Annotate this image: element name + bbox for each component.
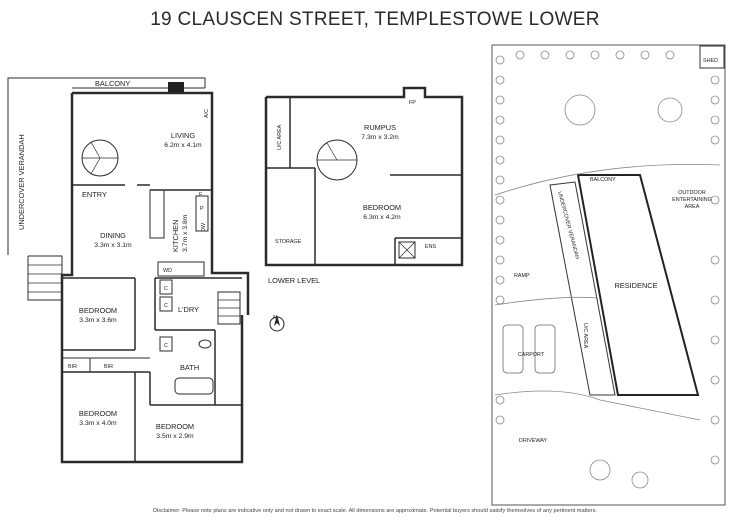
driveway-label: DRIVEWAY xyxy=(519,438,548,444)
kitchen-dims: 3.7m x 3.8m xyxy=(182,214,189,252)
cupboard-1-label: C xyxy=(164,286,168,292)
wd-label: WD xyxy=(163,268,172,274)
outdoor-line-1: OUTDOOR xyxy=(678,190,706,196)
bir-2-label: BIR xyxy=(104,364,113,370)
uc-area-label: U/C AREA xyxy=(277,124,283,150)
rumpus-label: RUMPUS xyxy=(364,123,396,132)
dining-dims: 3.3m x 3.1m xyxy=(94,242,132,249)
lower-level-label: LOWER LEVEL xyxy=(268,276,320,285)
bedroom-1-label: BEDROOM xyxy=(79,306,117,315)
outdoor-line-2: ENTERTAINING xyxy=(672,197,712,203)
verandah-label: UNDERCOVER VERANDAH xyxy=(17,134,26,230)
site-uc-area-label: U/C AREA xyxy=(582,323,588,349)
fridge-label: F xyxy=(199,192,203,198)
storage-label: STORAGE xyxy=(275,239,302,245)
ramp-label: RAMP xyxy=(514,273,530,279)
bath-label: BATH xyxy=(180,363,199,372)
balcony-label: BALCONY xyxy=(95,79,130,88)
disclaimer-text: Disclaimer: Please note plans are indica… xyxy=(153,508,597,514)
bedroom-2-label: BEDROOM xyxy=(79,409,117,418)
lower-bedroom-label: BEDROOM xyxy=(363,203,401,212)
main-level-walls xyxy=(7,77,250,464)
living-dims: 6.2m x 4.1m xyxy=(164,142,202,149)
cupboard-2-label: C xyxy=(164,303,168,309)
bedroom-3-label: BEDROOM xyxy=(156,422,194,431)
bir-1-label: BIR xyxy=(68,364,77,370)
aircon-label: A/C xyxy=(204,109,210,118)
laundry-label: L'DRY xyxy=(178,305,199,314)
residence-label: RESIDENCE xyxy=(614,281,657,290)
rumpus-dims: 7.3m x 3.2m xyxy=(361,134,399,141)
lower-level-labels: LOWER LEVEL RUMPUS 7.3m x 3.2m BEDROOM 6… xyxy=(268,100,436,321)
ensuite-label: ENS xyxy=(425,244,436,250)
main-level-labels: BALCONY UNDERCOVER VERANDAH LIVING 6.2m … xyxy=(17,79,210,440)
bedroom-3-dims: 3.5m x 2.9m xyxy=(156,433,194,440)
lower-level-walls xyxy=(264,86,464,267)
plan-title: 19 CLAUSCEN STREET, TEMPLESTOWE LOWER xyxy=(150,9,600,30)
site-verandah-label: UNDERCOVER VERANDAH xyxy=(556,191,580,260)
dining-label: DINING xyxy=(100,231,126,240)
pantry-label: P xyxy=(200,206,204,212)
bedroom-1-dims: 3.3m x 3.6m xyxy=(79,317,117,324)
entry-label: ENTRY xyxy=(82,190,107,199)
site-balcony-label: BALCONY xyxy=(590,177,616,183)
north-label: N xyxy=(273,315,277,321)
north-arrow xyxy=(269,315,285,332)
carport-label: CARPORT xyxy=(518,352,545,358)
kitchen-label: KITCHEN xyxy=(171,220,180,252)
bedroom-2-dims: 3.3m x 4.0m xyxy=(79,420,117,427)
cupboard-3-label: C xyxy=(164,343,168,349)
shed-label: SHED xyxy=(703,58,718,64)
dishwasher-label: DW xyxy=(201,222,207,232)
fireplace-label: FP xyxy=(409,100,416,106)
outdoor-line-3: AREA xyxy=(685,204,700,210)
fireplace-mark xyxy=(168,82,184,92)
living-label: LIVING xyxy=(171,131,195,140)
lower-bedroom-dims: 6.3m x 4.2m xyxy=(363,214,401,221)
site-plan xyxy=(491,44,726,506)
